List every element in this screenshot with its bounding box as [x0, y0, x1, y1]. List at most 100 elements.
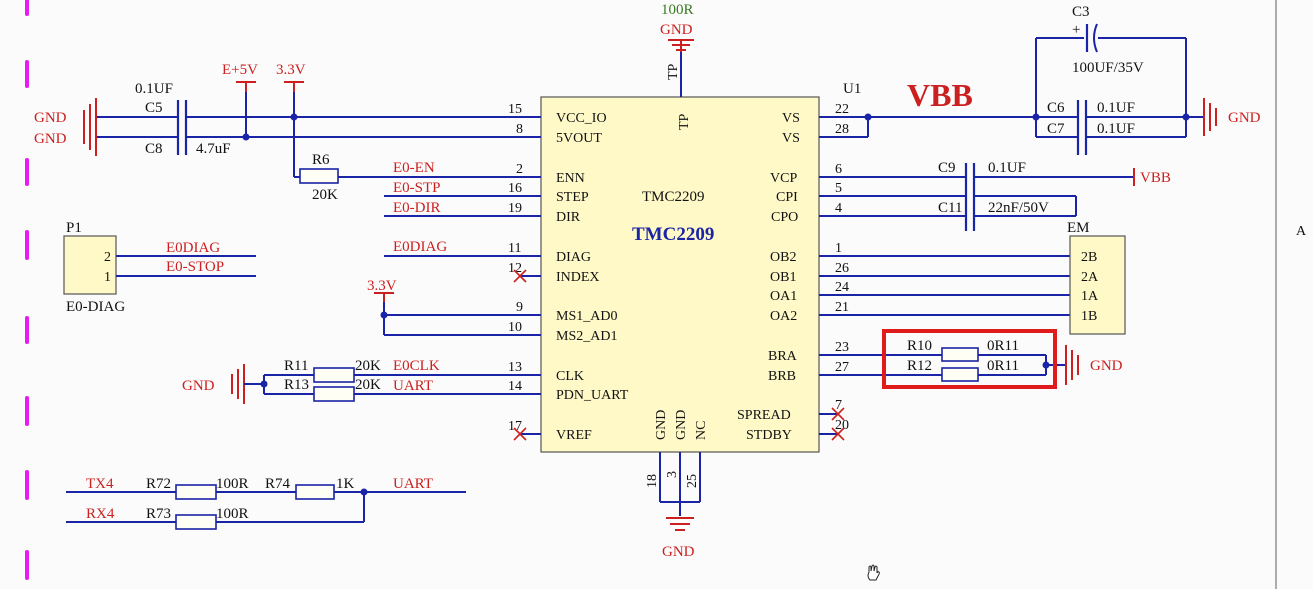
pin-name: VS [782, 131, 800, 146]
svg-text:R73: R73 [146, 506, 171, 522]
svg-text:P1: P1 [66, 220, 82, 236]
pin-name: INDEX [556, 270, 600, 285]
pin-name: BRB [768, 369, 796, 384]
svg-text:0R11: 0R11 [987, 358, 1019, 374]
bottom-pins: GND GND NC 18 3 25 GND [645, 410, 709, 560]
power-input-section: 0.1UF C5 C8 4.7uF GND GND E+5V 3.3V R6 2… [34, 62, 478, 217]
pin-name: CLK [556, 369, 584, 384]
vbb-label: VBB [907, 77, 973, 113]
pin-num: 21 [835, 300, 849, 315]
svg-text:GND: GND [182, 378, 215, 394]
svg-text:GND: GND [1228, 110, 1261, 126]
svg-text:0.1UF: 0.1UF [988, 160, 1026, 176]
clk-uart-section: GND R11 20K R13 20K E0CLK UART [182, 358, 478, 404]
pin-name: DIAG [556, 250, 591, 265]
pin-num: 4 [835, 201, 842, 216]
svg-text:R72: R72 [146, 476, 171, 492]
svg-text:EM: EM [1067, 220, 1090, 236]
chip-part-small: TMC2209 [642, 189, 705, 205]
svg-text:4.7uF: 4.7uF [196, 141, 231, 157]
pin-num: 9 [516, 300, 523, 315]
pin-name: MS2_AD1 [556, 329, 617, 344]
svg-text:20K: 20K [355, 358, 381, 374]
svg-text:R74: R74 [265, 476, 291, 492]
pin-name: 5VOUT [556, 131, 602, 146]
svg-text:0.1UF: 0.1UF [1097, 100, 1135, 116]
gnd-label: GND [34, 110, 67, 126]
chip-part-big: TMC2209 [632, 224, 714, 245]
right-pin-stubs [819, 116, 1070, 435]
svg-text:E0-DIAG: E0-DIAG [66, 299, 125, 315]
pin-name: MS1_AD0 [556, 309, 617, 324]
svg-text:R12: R12 [907, 358, 932, 374]
pin-num: 28 [835, 122, 849, 137]
pin-num: 14 [508, 379, 522, 394]
svg-text:C8: C8 [145, 141, 163, 157]
tp-resistor-value: 100R [661, 2, 694, 18]
svg-text:UART: UART [393, 476, 433, 492]
svg-text:C9: C9 [938, 160, 956, 176]
pin-num: 16 [508, 181, 522, 196]
pin-name: SPREAD [737, 408, 791, 423]
svg-text:C6: C6 [1047, 100, 1065, 116]
pin-name: DIR [556, 210, 581, 225]
charge-pump-section: VBB C9 0.1UF C11 22nF/50V [938, 160, 1171, 231]
left-pins: 15 VCC_IO 8 5VOUT 2 ENN 16 STEP 19 DIR 1… [508, 102, 629, 443]
gnd-label: GND [34, 131, 67, 147]
pin-num: 7 [835, 398, 842, 413]
margin-zone-letter: A [1296, 224, 1307, 239]
diag-ms-nets: E0DIAG 3.3V [367, 239, 478, 336]
pin-name: ENN [556, 171, 585, 186]
pin-name: PDN_UART [556, 388, 629, 403]
pin-num: 2 [516, 162, 523, 177]
svg-text:100UF/35V: 100UF/35V [1072, 60, 1144, 76]
svg-text:C7: C7 [1047, 121, 1065, 137]
pin-num: 26 [835, 261, 849, 276]
svg-text:0R11: 0R11 [987, 338, 1019, 354]
svg-text:2: 2 [104, 250, 111, 265]
svg-text:3.3V: 3.3V [367, 278, 397, 294]
svg-text:NC: NC [694, 421, 709, 440]
svg-text:1K: 1K [336, 476, 355, 492]
svg-text:E0CLK: E0CLK [393, 358, 440, 374]
e5v-label: E+5V [222, 62, 258, 78]
pin-num: 20 [835, 418, 849, 433]
pin-num: 8 [516, 122, 523, 137]
svg-text:R11: R11 [284, 358, 308, 374]
pin-name: VCC_IO [556, 111, 607, 126]
pin-num: 11 [508, 241, 521, 256]
svg-text:20K: 20K [312, 187, 338, 203]
svg-text:GND: GND [674, 410, 689, 440]
svg-text:VBB: VBB [1140, 170, 1171, 186]
pin-num: 22 [835, 102, 849, 117]
left-pin-stubs [478, 116, 541, 435]
svg-text:GND: GND [1090, 358, 1123, 374]
pin-num: 10 [508, 320, 522, 335]
svg-text:25: 25 [685, 474, 700, 488]
pin-num: 12 [508, 261, 522, 276]
svg-text:C5: C5 [145, 100, 163, 116]
svg-text:UART: UART [393, 378, 433, 394]
tp-pin: TP TP 100R GND [660, 2, 694, 130]
p1-connector: P1 E0-DIAG 2 1 E0DIAG E0-STOP [63, 220, 256, 315]
svg-text:100R: 100R [216, 476, 249, 492]
svg-text:E0-STP: E0-STP [393, 180, 441, 196]
tmc2209-chip-body [540, 96, 820, 453]
pin-num: 13 [508, 360, 522, 375]
pin-name: OB1 [770, 270, 796, 285]
pin-num: 27 [835, 360, 849, 375]
svg-text:100R: 100R [216, 506, 249, 522]
pin-num: 17 [508, 419, 522, 434]
pin-num: 19 [508, 201, 522, 216]
pin-name: VREF [556, 428, 592, 443]
svg-text:22nF/50V: 22nF/50V [988, 200, 1049, 216]
pin-name: OA1 [770, 289, 797, 304]
svg-text:18: 18 [645, 474, 660, 488]
pin-num: 6 [835, 162, 842, 177]
svg-text:TX4: TX4 [86, 476, 114, 492]
svg-text:RX4: RX4 [86, 506, 115, 522]
pin-num: 23 [835, 340, 849, 355]
svg-text:1: 1 [104, 270, 111, 285]
svg-text:E0-STOP: E0-STOP [166, 259, 224, 275]
